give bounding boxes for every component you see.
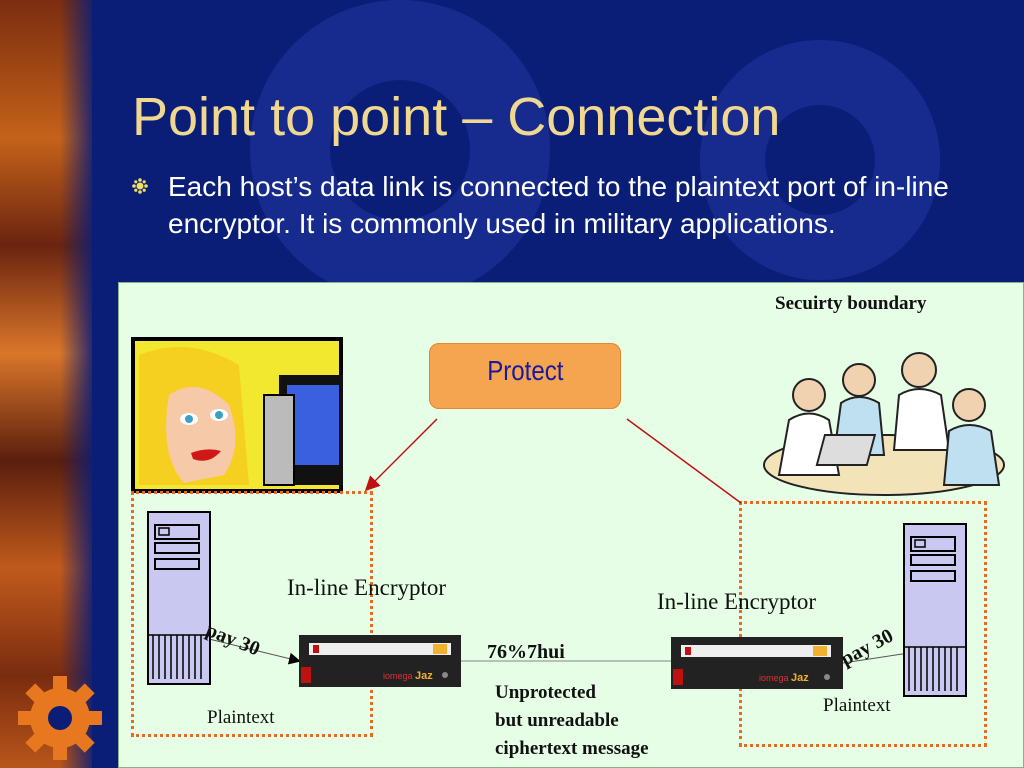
unprotected-note-line2: but unreadable [495,710,619,731]
woman-at-computer-clipart [131,337,343,493]
left-encryptor-label: In-line Encryptor [287,575,447,600]
unprotected-note: Unprotected but unreadable ciphertext me… [495,679,649,763]
left-security-boundary [131,491,373,737]
svg-text:Jaz: Jaz [415,670,433,682]
right-plaintext-label: Plaintext [823,695,891,716]
left-plaintext-label: Plaintext [207,707,275,728]
right-encryptor-label: In-line Encryptor [657,589,817,614]
slide-title: Point to point – Connection [132,87,781,147]
gear-icon [18,676,102,760]
protect-label: Protect [486,355,564,386]
right-security-boundary [739,501,987,747]
svg-text:iomega: iomega [759,673,789,683]
team-meeting-clipart [763,352,1005,496]
encryptor-device-icon: iomega Jaz [299,635,461,687]
svg-text:iomega: iomega [383,671,413,681]
bullet-text: Each host’s data link is connected to th… [168,171,949,239]
right-link-line [842,652,910,664]
encryptor-device-icon: iomega Jaz [671,637,843,689]
protect-box: Protect [429,343,621,409]
ciphertext-label: 76%7hui [487,641,565,663]
diagram-panel: Secuirty boundary Protect [118,282,1024,768]
security-boundary-label: Secuirty boundary [775,293,927,314]
unprotected-note-line1: Unprotected [495,682,596,703]
server-tower-icon [147,511,211,685]
bullet-icon [132,178,148,194]
decorative-gear-strip [0,0,92,768]
unprotected-note-line3: ciphertext message [495,738,649,759]
server-tower-icon [903,523,967,697]
connection-lines [208,418,910,665]
svg-text:Jaz: Jaz [791,672,809,684]
protect-arrow-left [364,418,438,492]
left-link-line [208,638,301,665]
protect-line-right [626,418,742,504]
